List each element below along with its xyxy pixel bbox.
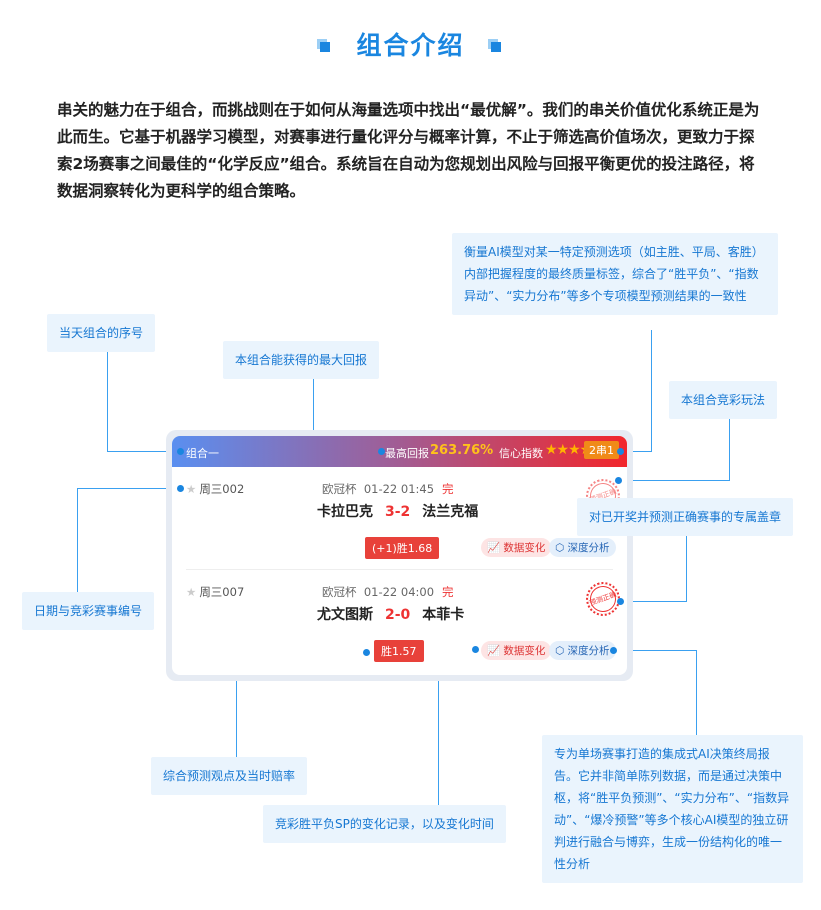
callout-max-return: 本组合能获得的最大回报 <box>223 341 380 379</box>
deep-analysis-button[interactable]: ⬡ 深度分析 <box>549 641 616 660</box>
intro-paragraph: 串关的魅力在于组合，而挑战则在于如何从海量选项中找出“最优解”。我们的串关价值优… <box>57 101 760 200</box>
match-time: 01-22 04:00 <box>363 585 435 599</box>
combo-name: 组合一 <box>186 447 219 460</box>
connector-line <box>620 330 652 452</box>
match-code: 周三002 <box>199 482 245 496</box>
star-icon[interactable]: ★ <box>186 482 197 496</box>
callout-analysis: 专为单场赛事打造的集成式AI决策终局报告。它并非简单陈列数据，而是通过决策中枢，… <box>542 735 803 883</box>
pick-badge: (+1)胜1.68 <box>365 537 440 559</box>
connector-dot <box>610 647 617 654</box>
play-type-badge: 2串1 <box>584 441 619 459</box>
title-text: 组合介绍 <box>356 31 465 60</box>
combo-card[interactable]: 组合一 最高回报 263.76% 信心指数 ★★★★★ 2串1 ★周三002 欧… <box>166 430 633 681</box>
connector-line <box>613 650 697 735</box>
match-status: 完 <box>442 482 454 496</box>
callout-confidence: 衡量AI模型对某一特定预测选项（如主胜、平局、客胜）内部把握程度的最终质量标签，… <box>452 233 778 315</box>
match-status: 完 <box>442 585 454 599</box>
home-team: 尤文图斯 <box>317 607 373 623</box>
callout-code: 日期与竞彩赛事编号 <box>22 592 155 630</box>
away-team: 法兰克福 <box>422 504 479 520</box>
match-row[interactable]: ★周三007 欧冠杯 01-22 04:00 完 尤文图斯 2-0 本菲卡 胜1.57… <box>172 570 627 665</box>
score: 2-0 <box>385 607 411 623</box>
callout-pick: 综合预测观点及当时赔率 <box>151 757 308 795</box>
connector-line <box>107 342 180 452</box>
connector-dot <box>617 598 624 605</box>
callout-stamp: 对已开奖并预测正确赛事的专属盖章 <box>577 498 794 536</box>
callout-seq: 当天组合的序号 <box>47 314 156 352</box>
connector-line <box>618 413 730 481</box>
connector-line <box>620 532 687 602</box>
deep-analysis-button[interactable]: ⬡ 深度分析 <box>549 538 616 557</box>
combo-header: 组合一 最高回报 263.76% 信心指数 ★★★★★ <box>172 436 627 467</box>
score: 3-2 <box>385 504 411 520</box>
callout-play: 本组合竞彩玩法 <box>669 381 778 419</box>
square-icon <box>490 42 501 52</box>
match-time: 01-22 01:45 <box>363 482 435 496</box>
home-team: 卡拉巴克 <box>317 504 373 520</box>
square-icon <box>320 42 331 52</box>
star-icon[interactable]: ★ <box>186 585 197 599</box>
match-code: 周三007 <box>199 585 245 599</box>
data-change-button[interactable]: 📈 数据变化 <box>481 538 552 557</box>
divider <box>186 569 613 570</box>
connector-dot <box>177 448 184 455</box>
connector-line <box>77 488 180 592</box>
away-team: 本菲卡 <box>422 607 465 623</box>
connector-dot <box>177 485 184 492</box>
match-row[interactable]: ★周三002 欧冠杯 01-22 01:45 完 卡拉巴克 3-2 法兰克福 (+1)… <box>172 467 627 562</box>
tag-label: 深度分析 <box>567 542 610 554</box>
connector-dot <box>617 448 624 455</box>
section-title: 组合介绍 <box>0 26 821 62</box>
league: 欧冠杯 <box>322 585 357 599</box>
pick-badge: 胜1.57 <box>374 640 424 662</box>
connector-dot <box>378 448 385 455</box>
tag-label: 数据变化 <box>503 645 546 657</box>
connector-dot <box>472 646 479 653</box>
confidence-label: 信心指数 <box>499 447 543 460</box>
connector-dot <box>615 477 622 484</box>
data-change-button[interactable]: 📈 数据变化 <box>481 641 552 660</box>
tag-label: 深度分析 <box>567 645 610 657</box>
return-value: 263.76% <box>430 443 494 458</box>
league: 欧冠杯 <box>322 482 357 496</box>
tag-label: 数据变化 <box>503 542 546 554</box>
connector-dot <box>363 649 370 656</box>
return-label: 最高回报 <box>385 447 429 460</box>
callout-sp: 竞彩胜平负SP的变化记录，以及变化时间 <box>263 805 506 843</box>
